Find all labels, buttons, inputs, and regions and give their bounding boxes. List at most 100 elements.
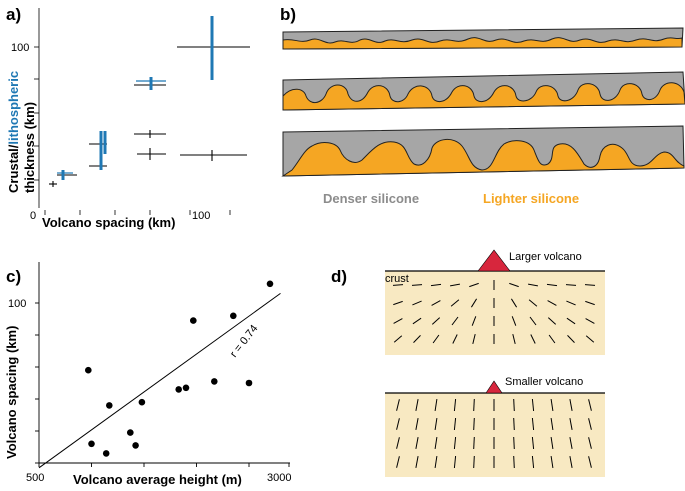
chart-point bbox=[138, 398, 146, 406]
stress-tick bbox=[431, 317, 441, 325]
stress-tick bbox=[430, 283, 442, 287]
crust-block-lower bbox=[385, 393, 605, 477]
stress-tick bbox=[569, 456, 573, 468]
stress-tick bbox=[411, 284, 423, 286]
stress-tick bbox=[453, 417, 457, 431]
stress-tick bbox=[415, 399, 419, 411]
panel-a: a) Crustal/lithospheric thickness (km) 1… bbox=[6, 5, 250, 230]
denser-silicone-label: Denser silicone bbox=[323, 191, 419, 206]
stress-tick bbox=[588, 399, 592, 411]
stress-tick bbox=[550, 399, 554, 411]
stress-tick bbox=[413, 335, 421, 343]
stress-tick bbox=[513, 455, 515, 469]
panel-a-label: a) bbox=[6, 5, 21, 24]
stress-tick bbox=[546, 283, 558, 287]
chart-point bbox=[182, 384, 190, 392]
stress-tick bbox=[453, 436, 457, 450]
larger-volcano bbox=[477, 249, 511, 272]
stress-tick bbox=[550, 456, 554, 468]
stress-tick bbox=[393, 318, 403, 324]
stress-tick bbox=[470, 298, 478, 308]
stress-tick bbox=[396, 437, 400, 449]
stress-tick bbox=[432, 334, 440, 344]
stress-tick bbox=[569, 418, 573, 430]
panel-a-xlabel: Volcano spacing (km) bbox=[42, 215, 175, 230]
stress-tick bbox=[550, 437, 554, 449]
panel-b: b) Denser silicone Lighter silicone bbox=[280, 5, 685, 206]
stress-tick bbox=[473, 436, 475, 450]
chart-xtick-label: 3000 bbox=[267, 472, 291, 484]
stress-tick bbox=[566, 317, 576, 325]
stress-tick bbox=[565, 284, 577, 286]
stress-tick bbox=[511, 316, 517, 326]
stress-tick bbox=[431, 300, 441, 306]
stress-tick bbox=[530, 334, 536, 344]
silicone-slab-2 bbox=[282, 71, 685, 111]
panel-d: d) crust Larger volcano Smaller volcano bbox=[331, 249, 605, 477]
stress-tick bbox=[472, 333, 476, 345]
panel-a-xtick-0: 0 bbox=[30, 210, 36, 222]
stress-tick bbox=[451, 316, 459, 326]
stress-tick bbox=[453, 455, 457, 469]
stress-tick bbox=[453, 398, 457, 412]
chart-point bbox=[85, 366, 92, 374]
stress-tick bbox=[469, 282, 479, 288]
panel-a-ytick-100: 100 bbox=[11, 42, 29, 54]
stress-tick bbox=[531, 455, 535, 469]
stress-tick bbox=[528, 283, 538, 287]
lighter-silicone-layer bbox=[282, 37, 683, 50]
stress-tick bbox=[434, 418, 438, 430]
chart-points bbox=[85, 280, 274, 457]
stress-tick bbox=[473, 455, 475, 469]
crust-label: crust bbox=[385, 273, 409, 285]
stress-tick bbox=[473, 398, 475, 412]
stress-tick bbox=[450, 283, 460, 287]
smaller-volcano-label: Smaller volcano bbox=[505, 376, 583, 388]
stress-tick bbox=[396, 399, 400, 411]
stress-tick bbox=[588, 456, 592, 468]
stress-tick bbox=[588, 418, 592, 430]
stress-tick bbox=[510, 298, 518, 308]
stress-tick bbox=[392, 284, 404, 286]
crust-block-upper bbox=[385, 271, 605, 355]
stress-tick bbox=[588, 437, 592, 449]
chart-point bbox=[211, 378, 218, 385]
panel-a-lithospheric-errorbars bbox=[57, 80, 166, 174]
chart-point bbox=[266, 280, 274, 288]
stress-tick bbox=[450, 299, 460, 307]
lighter-silicone-layer bbox=[282, 82, 685, 111]
chart-xtick-label: 500 bbox=[26, 472, 44, 484]
stress-tick bbox=[434, 399, 438, 411]
chart-yticks bbox=[35, 302, 39, 464]
stress-orientations-lower bbox=[396, 398, 592, 469]
chart-fit-line bbox=[38, 292, 281, 469]
stress-tick bbox=[531, 417, 535, 431]
chart-ytick-label: 100 bbox=[8, 298, 26, 310]
stress-tick bbox=[434, 437, 438, 449]
stress-orientations-upper bbox=[392, 280, 596, 345]
stress-tick bbox=[529, 316, 537, 326]
stress-tick bbox=[415, 456, 419, 468]
lighter-silicone-layer bbox=[281, 139, 685, 177]
stress-tick bbox=[513, 436, 515, 450]
stress-tick bbox=[566, 300, 576, 306]
silicone-slab-1 bbox=[282, 27, 684, 50]
stress-tick bbox=[569, 399, 573, 411]
stress-tick bbox=[396, 418, 400, 430]
stress-tick bbox=[547, 300, 557, 306]
chart-point bbox=[132, 442, 139, 449]
stress-tick bbox=[531, 398, 535, 412]
chart-point bbox=[190, 317, 197, 324]
stress-tick bbox=[584, 284, 596, 286]
stress-tick bbox=[569, 437, 573, 449]
stress-tick bbox=[473, 417, 475, 431]
stress-tick bbox=[513, 398, 515, 412]
larger-volcano-label: Larger volcano bbox=[509, 251, 582, 263]
chart-xticks bbox=[38, 463, 290, 467]
silicone-slab-3 bbox=[281, 125, 685, 177]
panel-a-ylabel: Crustal/lithospheric bbox=[6, 71, 21, 193]
chart-point bbox=[88, 440, 95, 448]
chart-point bbox=[106, 402, 113, 409]
panel-a-lithospheric-crosses bbox=[61, 16, 214, 180]
